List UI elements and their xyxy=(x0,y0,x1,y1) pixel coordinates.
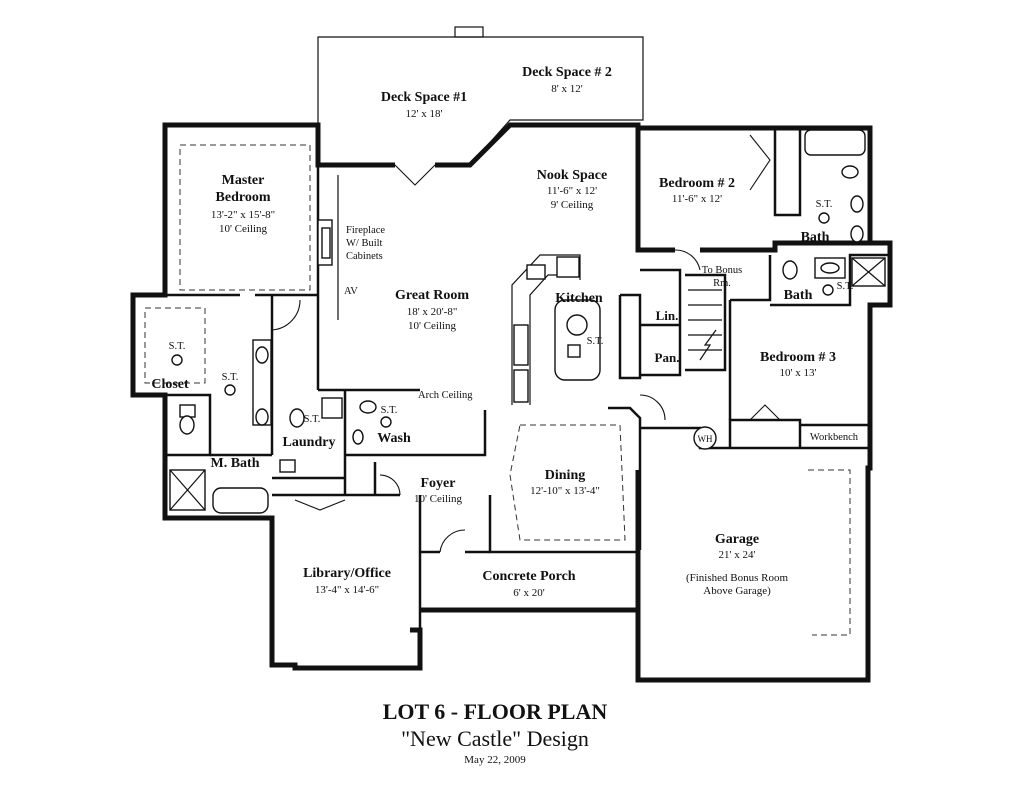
to-bonus-label-2: Rm. xyxy=(713,278,731,289)
pantry-name: Pan. xyxy=(655,350,680,365)
deck1-dim: 12' x 18' xyxy=(406,108,443,120)
plan-date: May 22, 2009 xyxy=(464,754,526,766)
nook-ceiling: 9' Ceiling xyxy=(551,199,594,211)
bath3-name: Bath xyxy=(784,288,813,303)
st-label-mbath: S.T. xyxy=(222,372,239,383)
library-dim: 13'-4" x 14'-6" xyxy=(315,584,379,596)
foyer-ceiling: 10' Ceiling xyxy=(414,493,463,505)
garage-name: Garage xyxy=(715,532,759,547)
master-name-2: Bedroom xyxy=(216,190,271,205)
nook-dim: 11'-6" x 12' xyxy=(547,185,597,197)
foyer-name: Foyer xyxy=(421,476,456,491)
stairs xyxy=(688,289,722,361)
nook-name: Nook Space xyxy=(537,168,607,183)
dashed-outlines xyxy=(144,144,851,636)
bed2-dim: 11'-6" x 12' xyxy=(672,193,722,205)
master-dim: 13'-2" x 15'-8" xyxy=(211,209,275,221)
st-label-closet: S.T. xyxy=(169,341,186,352)
annotation-labels: Fireplace W/ Built Cabinets AV Arch Ceil… xyxy=(169,199,859,443)
deck-outline xyxy=(317,26,644,166)
st-markers xyxy=(171,212,834,428)
st-label-wash: S.T. xyxy=(381,405,398,416)
deck2-name: Deck Space # 2 xyxy=(522,65,612,80)
great-dim: 18' x 20'-8" xyxy=(407,306,458,318)
bath2-name: Bath xyxy=(801,230,830,245)
av-label: AV xyxy=(344,286,358,297)
garage-note-2: Above Garage) xyxy=(703,585,771,597)
great-name: Great Room xyxy=(395,288,469,303)
laundry-name: Laundry xyxy=(283,435,336,450)
fireplace-label-3: Cabinets xyxy=(346,251,383,262)
garage-dim: 21' x 24' xyxy=(719,549,756,561)
master-ceiling: 10' Ceiling xyxy=(219,223,268,235)
st-label-bath3: S.T. xyxy=(837,281,854,292)
design-name: "New Castle" Design xyxy=(401,726,589,751)
dining-name: Dining xyxy=(545,468,585,483)
fireplace xyxy=(317,175,339,320)
st-label-laundry: S.T. xyxy=(304,414,321,425)
porch-dim: 6' x 20' xyxy=(513,587,544,599)
linen-name: Lin. xyxy=(656,308,679,323)
workbench-label: Workbench xyxy=(810,432,859,443)
deck2-dim: 8' x 12' xyxy=(551,83,582,95)
doors xyxy=(271,134,781,553)
kitchen-counters xyxy=(511,254,601,405)
water-heater-label: WH xyxy=(698,434,713,444)
water-heater-icon: WH xyxy=(693,426,717,450)
exterior-walls xyxy=(130,122,893,683)
title-block: LOT 6 - FLOOR PLAN "New Castle" Design M… xyxy=(300,698,690,768)
porch-name: Concrete Porch xyxy=(482,569,575,584)
to-bonus-label-1: To Bonus xyxy=(702,265,742,276)
bed3-name: Bedroom # 3 xyxy=(760,350,836,365)
bed3-dim: 10' x 13' xyxy=(780,367,817,379)
bed2-name: Bedroom # 2 xyxy=(659,176,735,191)
st-label-kitchen: S.T. xyxy=(587,336,604,347)
deck1-name: Deck Space #1 xyxy=(381,90,467,105)
dining-dim: 12'-10" x 13'-4" xyxy=(530,485,600,497)
room-labels: Deck Space #1 12' x 18' Deck Space # 2 8… xyxy=(151,65,836,599)
bath-fixtures xyxy=(169,129,886,514)
great-ceiling: 10' Ceiling xyxy=(408,320,457,332)
wash-name: Wash xyxy=(377,431,411,446)
st-label-bath2: S.T. xyxy=(816,199,833,210)
garage-note-1: (Finished Bonus Room xyxy=(686,572,789,584)
kitchen-name: Kitchen xyxy=(555,291,603,306)
fireplace-label-1: Fireplace xyxy=(346,225,385,236)
plan-title: LOT 6 - FLOOR PLAN xyxy=(382,699,608,724)
master-name-1: Master xyxy=(222,173,265,188)
closet-name: Closet xyxy=(151,377,189,392)
interior-walls xyxy=(133,128,890,668)
fireplace-label-2: W/ Built xyxy=(346,238,383,249)
library-name: Library/Office xyxy=(303,566,391,581)
mbath-name: M. Bath xyxy=(211,456,260,471)
arch-ceiling-label: Arch Ceiling xyxy=(418,390,473,401)
